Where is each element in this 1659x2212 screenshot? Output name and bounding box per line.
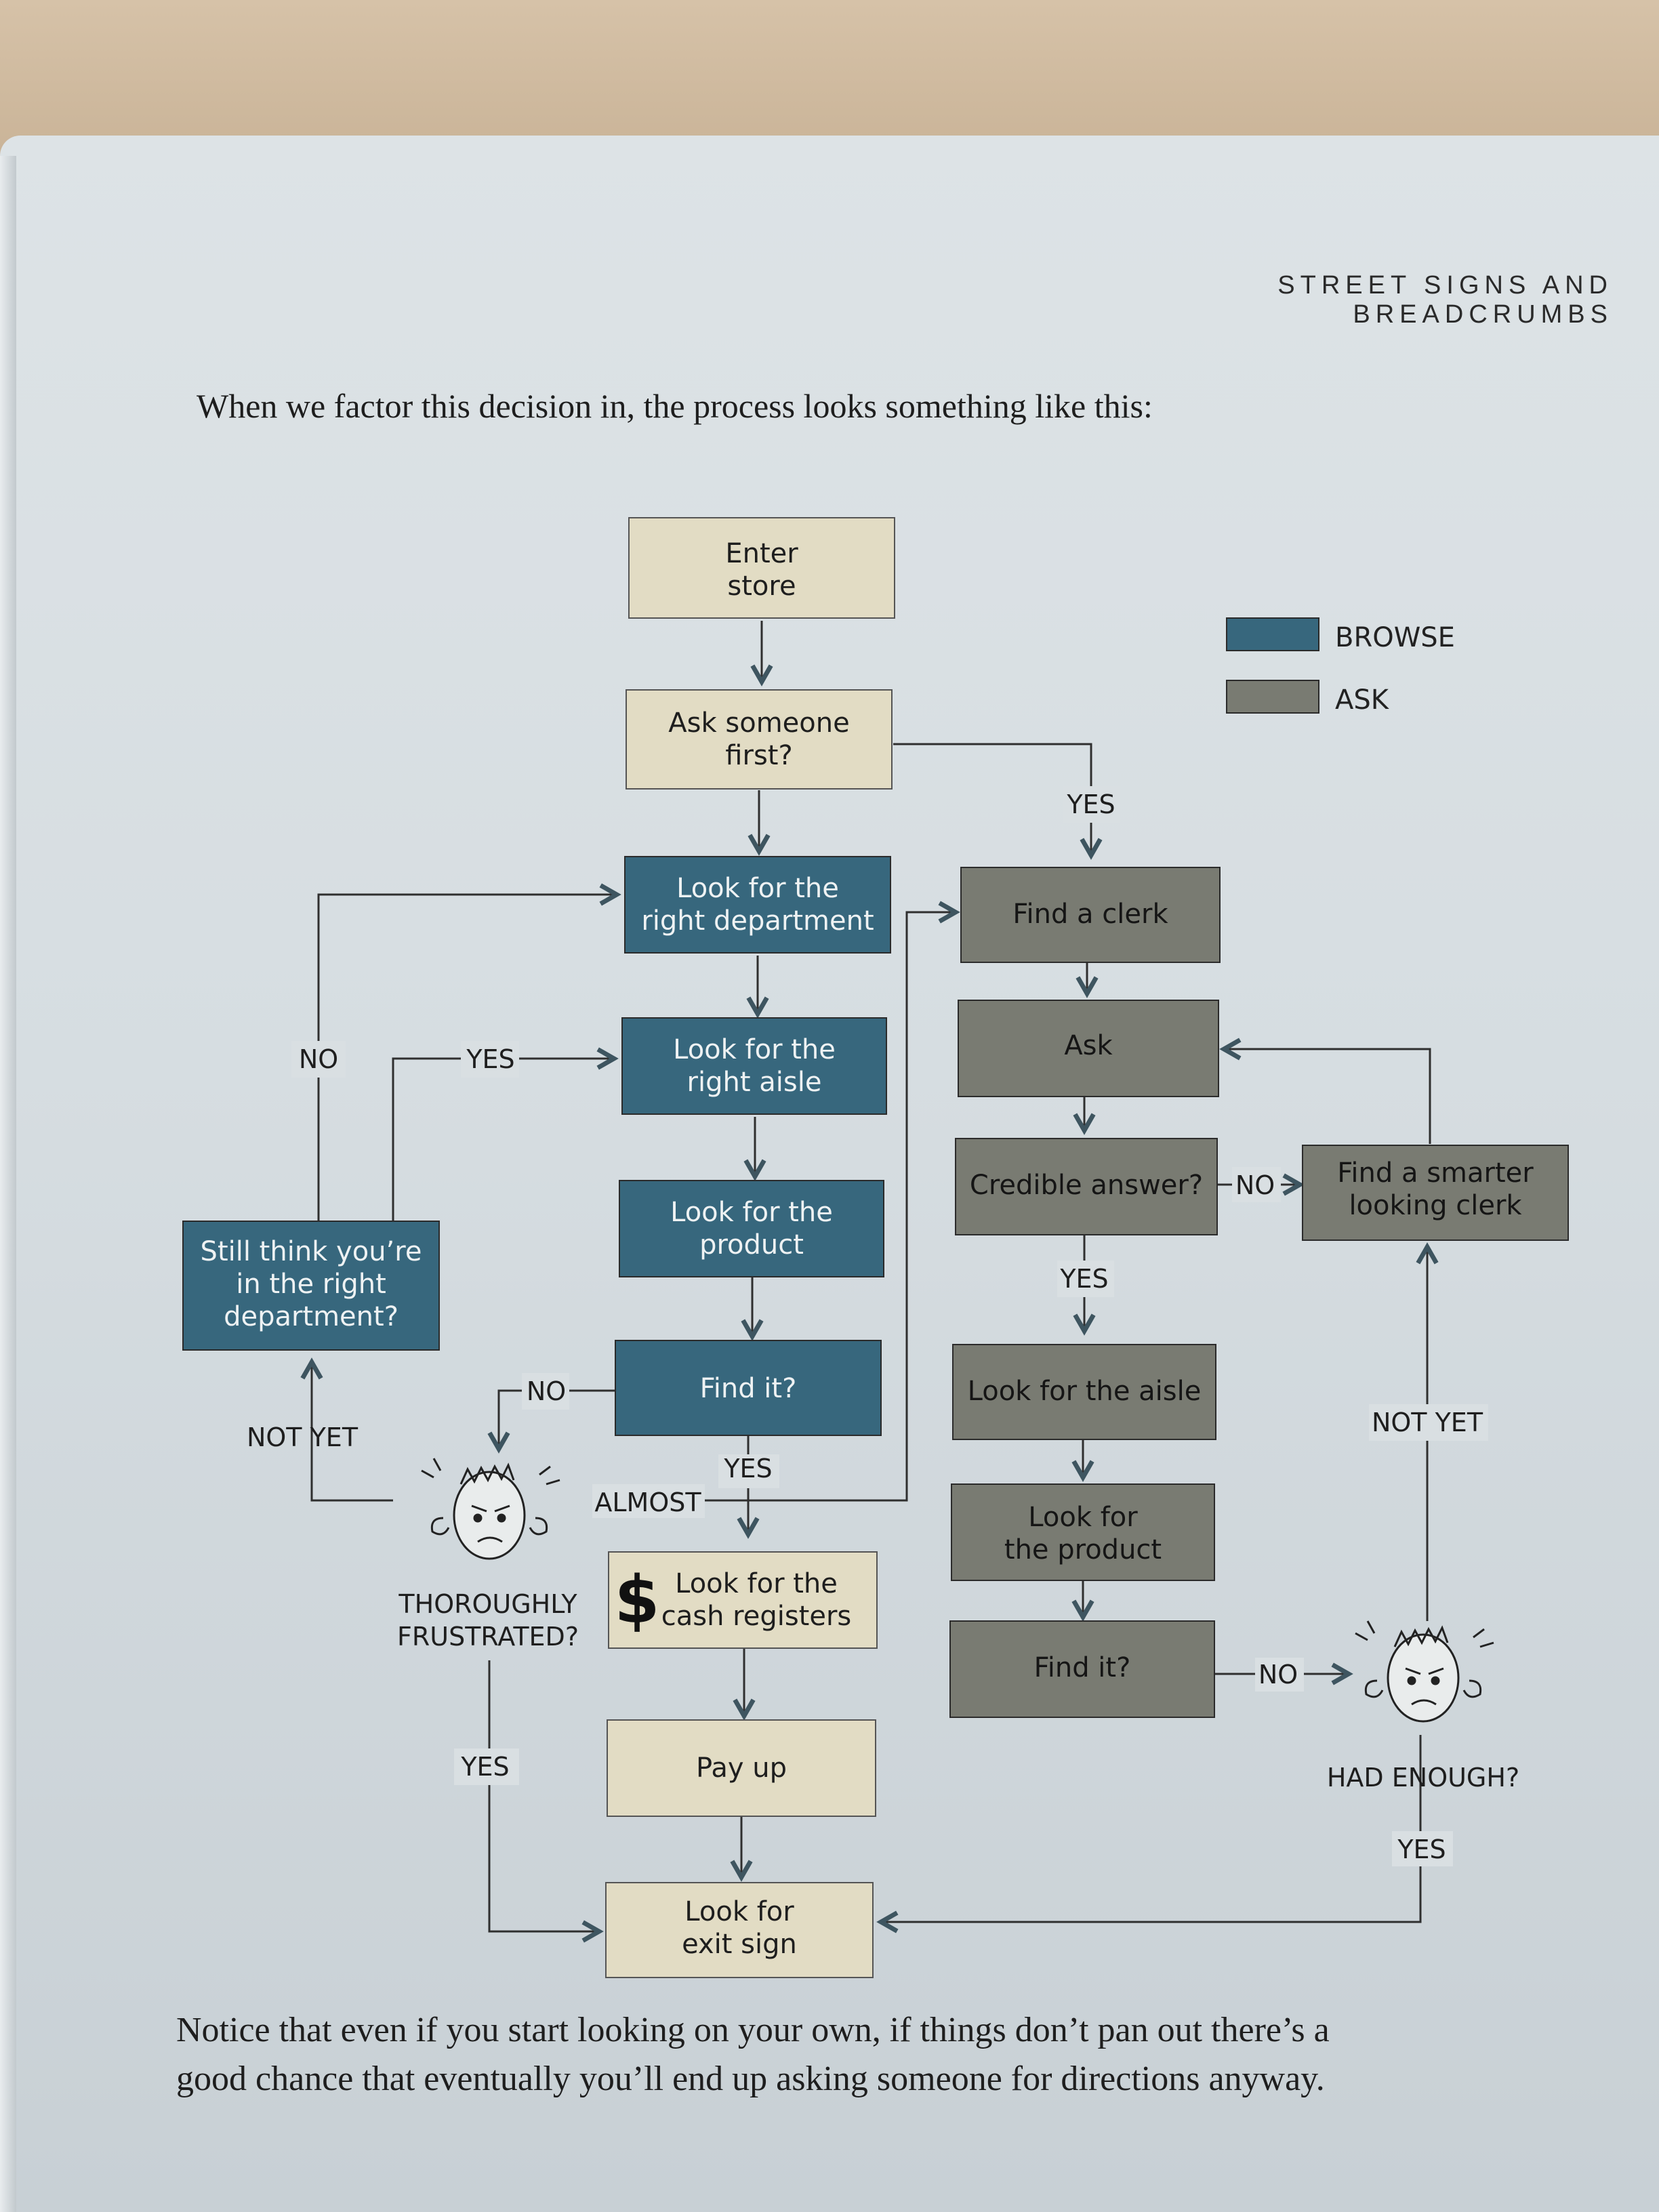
node-pay-up: Pay up	[607, 1719, 876, 1817]
node-text: department?	[224, 1301, 398, 1332]
dollar-icon: $	[615, 1562, 660, 1638]
label-no-still-think: NO	[299, 1044, 338, 1074]
node-smarter-clerk: Find a smarter looking clerk	[1302, 1145, 1569, 1241]
node-text: looking clerk	[1349, 1190, 1522, 1221]
label-not-yet-left: NOT YET	[247, 1422, 359, 1452]
node-ask: Ask	[958, 1000, 1219, 1097]
legend-browse-swatch	[1226, 617, 1319, 651]
legend-ask-swatch	[1226, 680, 1319, 714]
label-masks	[291, 786, 1488, 1866]
frustrated-face-icon	[1355, 1620, 1494, 1723]
node-look-department: Look for the right department	[624, 856, 891, 954]
node-text: cash registers	[661, 1601, 852, 1632]
node-text: right aisle	[687, 1067, 822, 1098]
arrow-had-enough-yes-to-exit	[881, 1735, 1422, 1922]
label-thoroughly: THOROUGHLY	[398, 1589, 577, 1619]
label-yes-frustrated: YES	[460, 1752, 509, 1782]
label-almost: ALMOST	[594, 1488, 701, 1517]
node-text: Credible answer?	[970, 1170, 1203, 1201]
node-text: first?	[725, 740, 792, 771]
node-text: Find it?	[700, 1373, 797, 1404]
node-text: the product	[1004, 1534, 1162, 1565]
node-look-registers: $ Look for the cash registers	[608, 1551, 878, 1649]
arrow-smarter-to-ask	[1224, 1049, 1431, 1144]
node-enter-store: Enter store	[628, 517, 895, 619]
node-text: right department	[641, 905, 874, 937]
label-not-yet-right: NOT YET	[1372, 1408, 1483, 1437]
label-yes-credible: YES	[1059, 1264, 1108, 1294]
node-text: Find a clerk	[1012, 899, 1168, 930]
label-yes-had-enough: YES	[1397, 1835, 1446, 1864]
node-text: store	[727, 571, 796, 602]
label-no-find-it-ask: NO	[1258, 1660, 1298, 1689]
node-text: in the right	[236, 1269, 386, 1300]
label-yes-still-think: YES	[466, 1044, 514, 1074]
label-yes-ask-first: YES	[1066, 790, 1115, 819]
node-find-it-ask: Find it?	[949, 1620, 1215, 1718]
node-find-clerk: Find a clerk	[960, 867, 1221, 963]
label-had-enough: HAD ENOUGH?	[1327, 1763, 1519, 1793]
node-look-product: Look for the product	[619, 1180, 884, 1277]
node-text: Look for the	[676, 873, 839, 904]
node-look-product-ask: Look for the product	[951, 1483, 1215, 1581]
label-no-find-it: NO	[527, 1376, 566, 1406]
frustrated-face-icon	[421, 1458, 560, 1560]
node-text: Still think you’re	[201, 1236, 422, 1267]
node-find-it: Find it?	[615, 1340, 882, 1436]
label-no-credible: NO	[1235, 1170, 1275, 1200]
node-text: Find it?	[1034, 1652, 1131, 1683]
node-text: product	[699, 1229, 804, 1261]
node-text: Find a smarter	[1337, 1158, 1534, 1189]
arrow-frustrated-yes-to-exit	[488, 1660, 599, 1931]
page-edge	[0, 156, 16, 2212]
connectors	[312, 621, 1430, 1931]
node-text: Enter	[725, 538, 798, 569]
node-text: Pay up	[696, 1753, 787, 1784]
node-text: Look for the	[670, 1197, 833, 1228]
legend-ask-label: ASK	[1335, 684, 1390, 716]
arrow-ask-first-yes-to-clerk	[893, 743, 1091, 855]
node-text: Look for the	[673, 1034, 836, 1065]
node-text: Look for the aisle	[968, 1376, 1202, 1407]
intro-sentence: When we factor this decision in, the pro…	[197, 387, 1153, 425]
connector-labels: YES NO YES NO NOT YET ALMOST YES THOROUG…	[247, 790, 1519, 1864]
legend-browse-label: BROWSE	[1335, 622, 1455, 653]
node-ask-first: Ask someone first?	[626, 689, 893, 790]
node-text: Look for	[684, 1896, 794, 1927]
node-text: Look for the	[675, 1568, 838, 1599]
node-exit-sign: Look for exit sign	[605, 1882, 874, 1978]
label-yes-find-it: YES	[723, 1454, 772, 1483]
closing-paragraph: Notice that even if you start looking on…	[176, 2006, 1532, 2104]
node-text: Ask someone	[668, 708, 849, 739]
arrow-frustrated-almost-to-clerk	[705, 912, 956, 1502]
node-text: Ask	[1064, 1030, 1113, 1061]
arrow-still-think-yes-to-aisle	[392, 1059, 614, 1221]
node-text: exit sign	[682, 1929, 797, 1960]
label-frustrated: FRUSTRATED?	[397, 1622, 579, 1652]
node-look-aisle-ask: Look for the aisle	[952, 1344, 1216, 1440]
closing-line: good chance that eventually you’ll end u…	[176, 2060, 1325, 2098]
arrow-frustrated-notyet-to-still-think	[312, 1362, 393, 1502]
closing-line: Notice that even if you start looking on…	[176, 2011, 1330, 2049]
node-look-aisle: Look for the right aisle	[621, 1017, 887, 1115]
node-text: Look for	[1028, 1502, 1138, 1533]
node-credible-answer: Credible answer?	[955, 1138, 1218, 1235]
arrow-findit-no-to-frustrated	[499, 1389, 615, 1449]
running-head: STREET SIGNS AND BREADCRUMBS	[1277, 271, 1613, 329]
node-still-think: Still think you’re in the right departme…	[182, 1221, 440, 1351]
arrow-still-think-no-to-dept	[317, 895, 617, 1221]
